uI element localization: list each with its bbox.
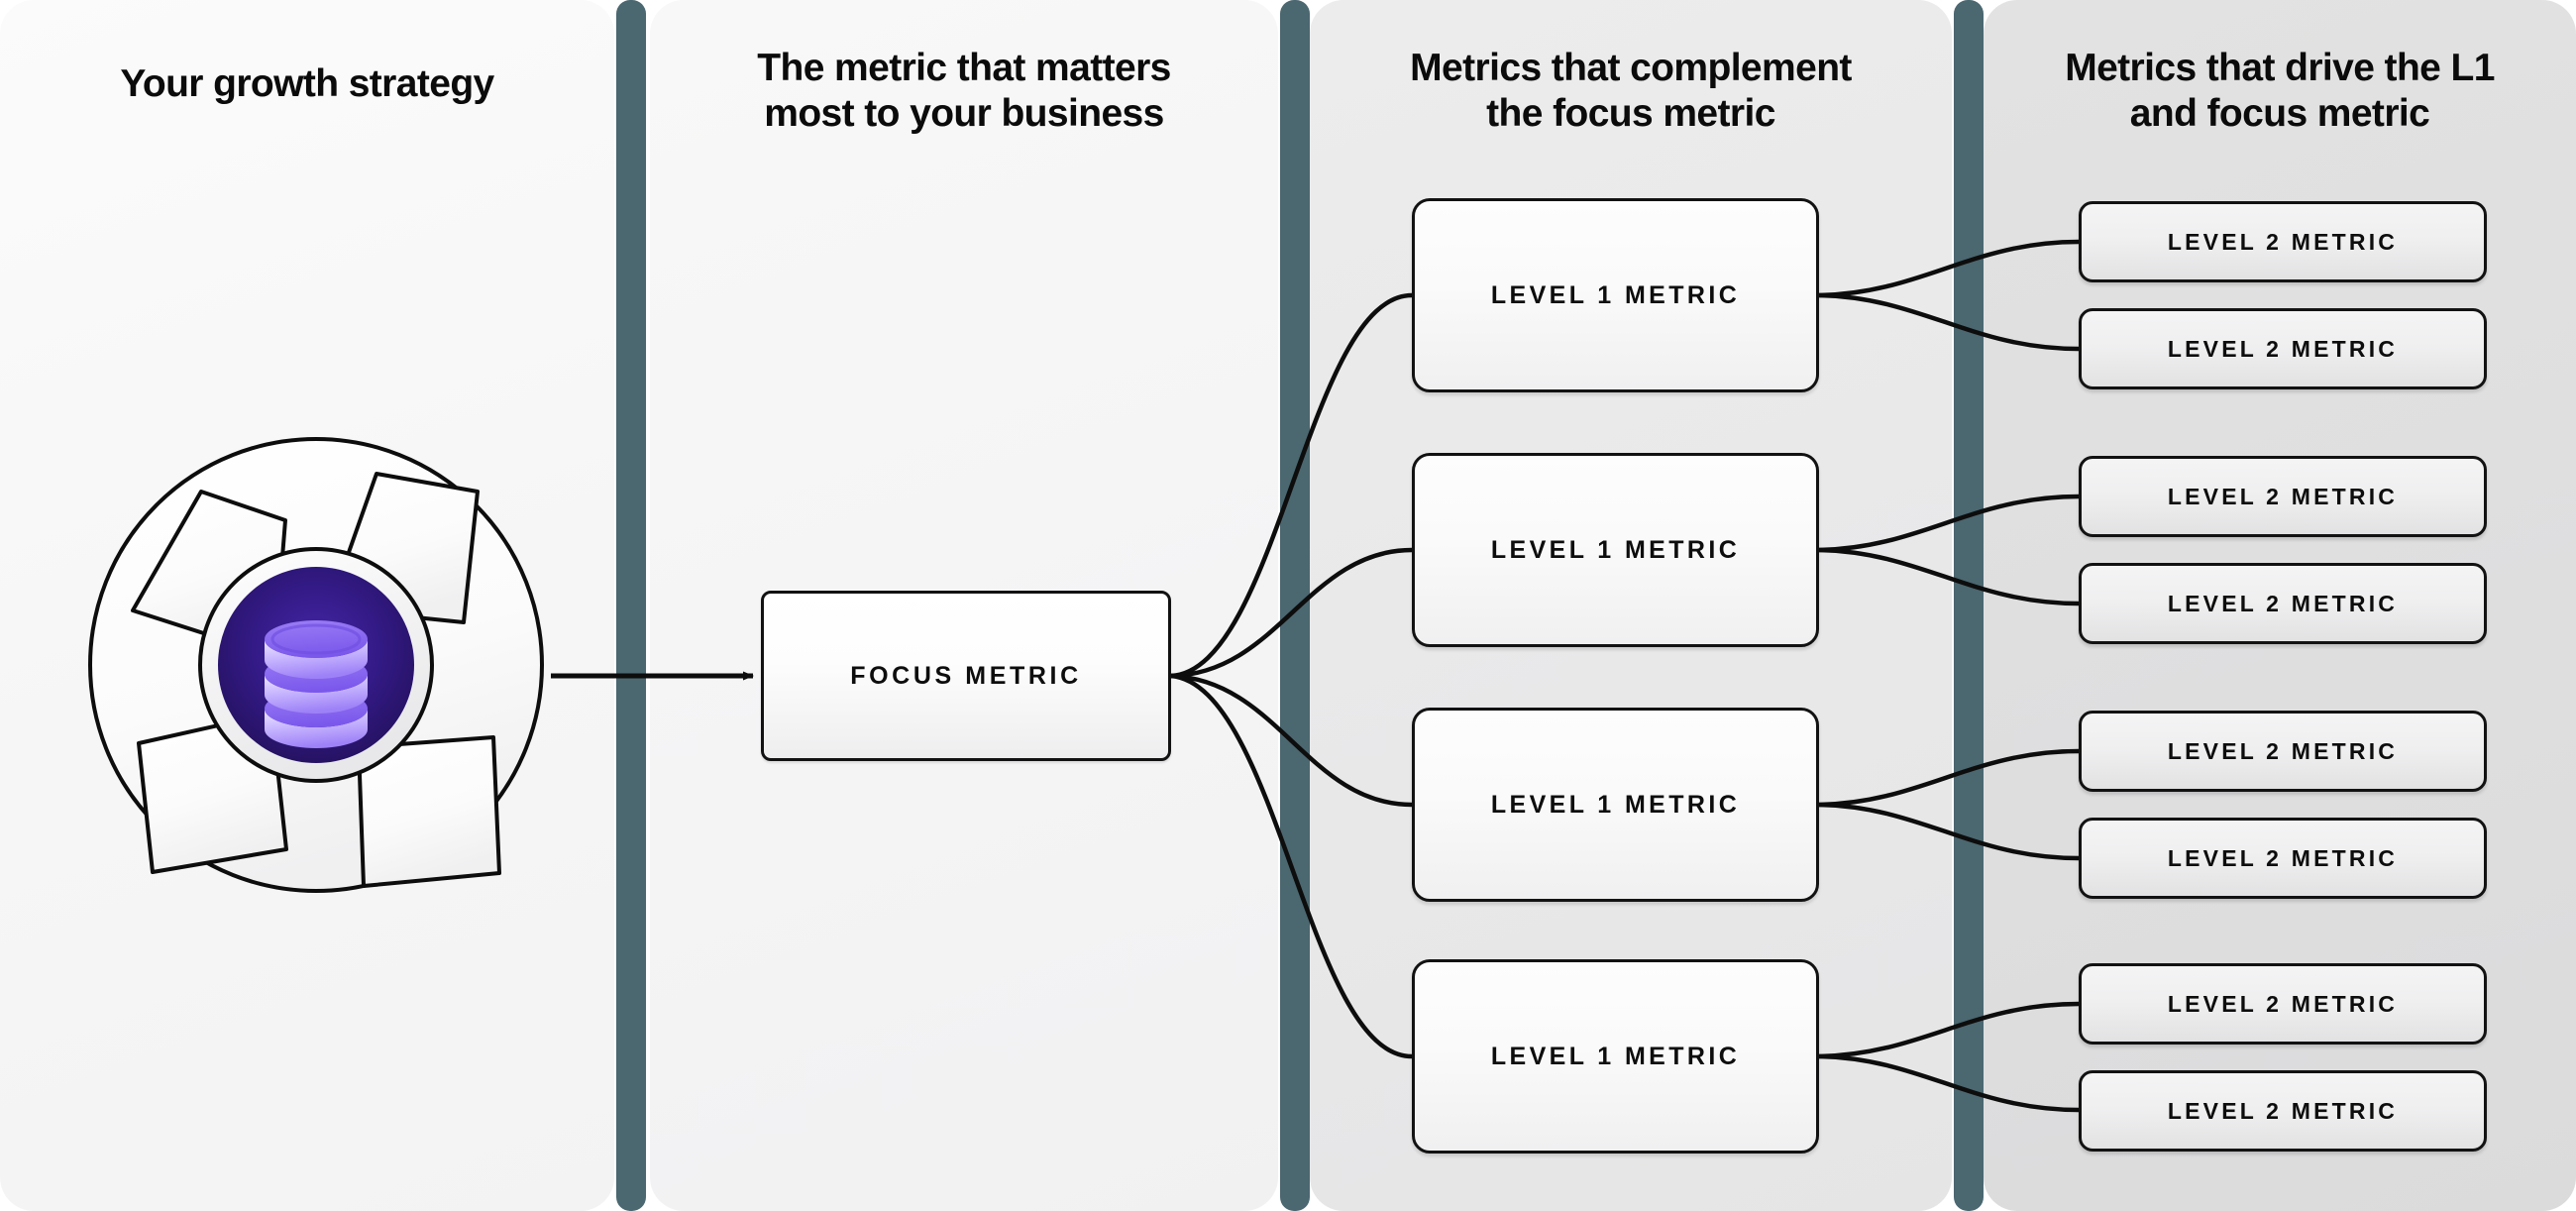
node-level2-metric-4[interactable]: LEVEL 2 METRIC xyxy=(2079,563,2487,644)
column-divider-1 xyxy=(616,0,646,1211)
column-header-strategy: Your growth strategy xyxy=(120,62,494,105)
database-icon xyxy=(265,620,368,748)
node-level2-metric-1[interactable]: LEVEL 2 METRIC xyxy=(2079,201,2487,282)
node-focus-metric[interactable]: FOCUS METRIC xyxy=(761,591,1171,761)
growth-strategy-wheel xyxy=(83,428,549,902)
node-level1-metric-3-label: LEVEL 1 METRIC xyxy=(1490,790,1741,819)
column-header-level1: Metrics that complement the focus metric xyxy=(1410,47,1852,136)
node-level2-metric-4-label: LEVEL 2 METRIC xyxy=(2167,590,2399,616)
column-header-level2: Metrics that drive the L1 and focus metr… xyxy=(2065,47,2495,136)
node-level1-metric-1[interactable]: LEVEL 1 METRIC xyxy=(1412,198,1819,392)
node-level1-metric-4[interactable]: LEVEL 1 METRIC xyxy=(1412,959,1819,1154)
node-level2-metric-3-label: LEVEL 2 METRIC xyxy=(2167,483,2399,509)
node-focus-metric-label: FOCUS METRIC xyxy=(850,661,1082,690)
node-level2-metric-7[interactable]: LEVEL 2 METRIC xyxy=(2079,963,2487,1045)
node-level2-metric-6[interactable]: LEVEL 2 METRIC xyxy=(2079,818,2487,899)
node-level2-metric-6-label: LEVEL 2 METRIC xyxy=(2167,844,2399,871)
node-level2-metric-8-label: LEVEL 2 METRIC xyxy=(2167,1097,2399,1124)
column-header-focus: The metric that matters most to your bus… xyxy=(757,47,1171,136)
node-level2-metric-3[interactable]: LEVEL 2 METRIC xyxy=(2079,456,2487,537)
pinwheel-shutter-graphic xyxy=(88,437,544,893)
node-level2-metric-7-label: LEVEL 2 METRIC xyxy=(2167,990,2399,1017)
node-level1-metric-2-label: LEVEL 1 METRIC xyxy=(1490,535,1741,564)
node-level1-metric-1-label: LEVEL 1 METRIC xyxy=(1490,280,1741,309)
node-level2-metric-1-label: LEVEL 2 METRIC xyxy=(2167,228,2399,255)
node-level2-metric-5[interactable]: LEVEL 2 METRIC xyxy=(2079,711,2487,792)
column-divider-2 xyxy=(1280,0,1310,1211)
node-level2-metric-5-label: LEVEL 2 METRIC xyxy=(2167,737,2399,764)
column-divider-3 xyxy=(1954,0,1984,1211)
node-level2-metric-2[interactable]: LEVEL 2 METRIC xyxy=(2079,308,2487,389)
node-level2-metric-8[interactable]: LEVEL 2 METRIC xyxy=(2079,1070,2487,1152)
node-level2-metric-2-label: LEVEL 2 METRIC xyxy=(2167,335,2399,362)
node-level1-metric-3[interactable]: LEVEL 1 METRIC xyxy=(1412,708,1819,902)
node-level1-metric-2[interactable]: LEVEL 1 METRIC xyxy=(1412,453,1819,647)
node-level1-metric-4-label: LEVEL 1 METRIC xyxy=(1490,1042,1741,1070)
